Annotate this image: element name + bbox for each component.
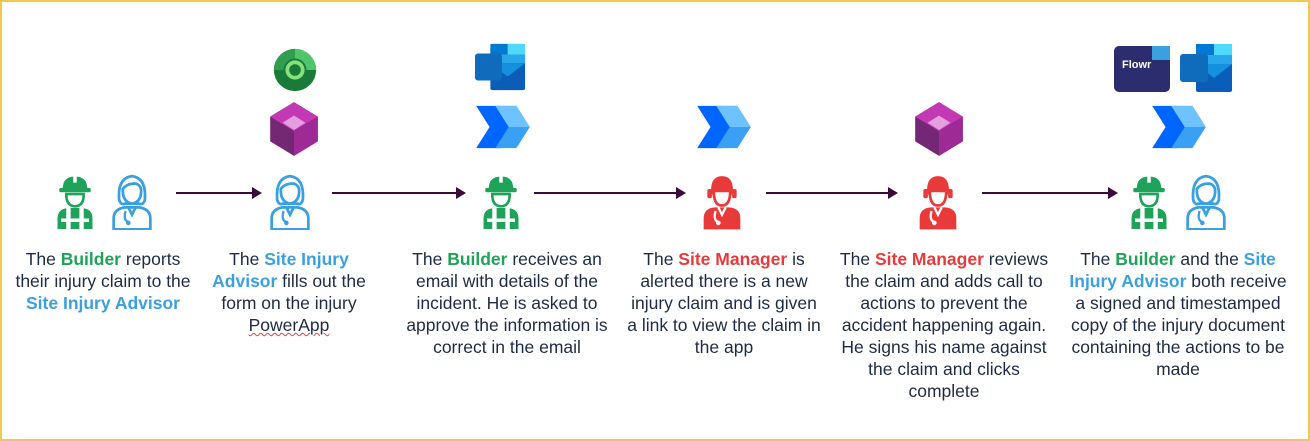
caption-text: The <box>412 249 448 269</box>
caption-text: is alerted there is a new injury claim a… <box>627 249 821 357</box>
site-manager-icon <box>700 170 744 230</box>
role-highlight: Site Manager <box>874 249 984 269</box>
caption-text: The <box>839 249 875 269</box>
role-highlight: Site Injury Advisor <box>1069 249 1276 291</box>
outlook-icon <box>473 42 527 92</box>
role-highlight: Builder <box>1115 249 1176 269</box>
role-highlight: Builder <box>60 249 121 269</box>
caption-text: The <box>643 249 679 269</box>
dynamics-logo-icon <box>266 46 324 94</box>
step-1-caption: The Builder reports their injury claim t… <box>8 248 198 314</box>
role-highlight: Site Manager <box>678 249 788 269</box>
site-manager-icon <box>916 170 960 230</box>
role-highlight: Builder <box>447 249 508 269</box>
power-automate-icon <box>474 104 532 150</box>
site-injury-advisor-icon <box>110 170 154 230</box>
power-apps-icon <box>267 100 321 158</box>
flow-arrow <box>982 187 1118 199</box>
flowr-icon: Flowr <box>1114 46 1170 92</box>
site-injury-advisor-icon <box>268 170 312 230</box>
builder-icon <box>54 172 96 230</box>
power-automate-icon <box>1150 104 1208 150</box>
caption-text: receives an email with details of the in… <box>406 249 608 357</box>
outlook-icon <box>1178 42 1234 94</box>
role-highlight: Site Injury Advisor <box>212 249 349 291</box>
step-3-caption: The Builder receives an email with detai… <box>402 248 612 358</box>
step-6-caption: The Builder and the Site Injury Advisor … <box>1068 248 1288 380</box>
step-4-caption: The Site Manager is alerted there is a n… <box>624 248 824 358</box>
power-apps-icon <box>912 100 966 158</box>
caption-text: The <box>229 249 265 269</box>
caption-text: The <box>25 249 61 269</box>
role-highlight: Site Injury Advisor <box>26 293 180 313</box>
builder-icon <box>1128 172 1170 230</box>
site-injury-advisor-icon <box>1184 170 1228 230</box>
builder-icon <box>480 172 522 230</box>
step-2-caption: The Site Injury Advisor fills out the fo… <box>198 248 380 336</box>
power-automate-icon <box>695 104 753 150</box>
caption-text: The <box>1080 249 1116 269</box>
caption-text: fills out the form on the injury <box>221 271 366 313</box>
flow-arrow <box>176 187 262 199</box>
flowr-label: Flowr <box>1122 59 1152 71</box>
step-5-caption: The Site Manager reviews the claim and a… <box>834 248 1054 402</box>
caption-text: PowerApp <box>248 315 330 335</box>
flow-arrow <box>534 187 686 199</box>
caption-text: and the <box>1175 249 1244 269</box>
caption-text: reviews the claim and adds call to actio… <box>841 249 1049 401</box>
flow-arrow <box>766 187 898 199</box>
caption-text: both receive a signed and timestamped co… <box>1070 271 1287 379</box>
caption-text: reports their injury claim to the <box>15 249 191 291</box>
flow-arrow <box>332 187 466 199</box>
